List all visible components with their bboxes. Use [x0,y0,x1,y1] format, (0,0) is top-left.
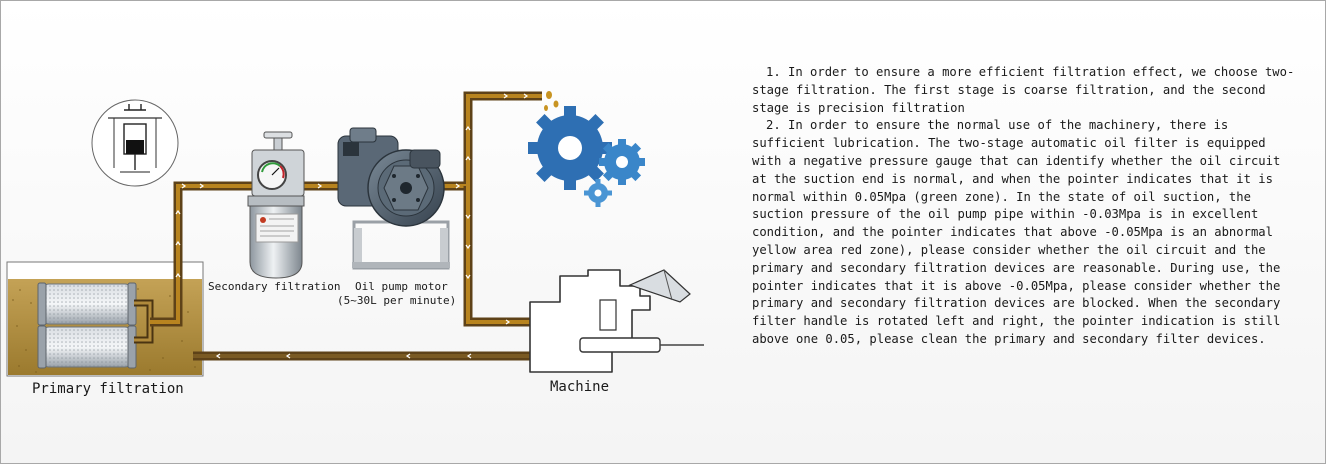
primary-filter-element-top [37,282,137,326]
machine-label: Machine [550,379,610,395]
note-paragraph-1: 1. In order to ensure a more efficient f… [752,65,1295,115]
oil-pump-motor [337,127,450,270]
flow-arrows [175,93,529,359]
oil-drops [544,91,559,111]
filter-symbol-icon [91,99,179,187]
oil-flow-diagram [6,91,704,377]
primary-filter-element-bottom [37,325,137,369]
secondary-filter-unit [247,131,305,279]
description-notes: 1. In order to ensure a more efficient f… [752,64,1297,349]
machine-icon [529,269,704,373]
suction-pipe [150,91,542,327]
note-paragraph-2: 2. In order to ensure the normal use of … [752,118,1281,346]
pressure-gauge-icon [257,160,287,190]
pump-rate-label: (5~30L per minute) [337,294,457,307]
primary-filtration-tank [6,261,204,377]
primary-filtration-label: Primary filtration [32,381,184,397]
gears-icon [528,106,645,207]
secondary-filtration-label: Secondary filtration [208,280,341,293]
supply-pipe-to-machine [463,186,530,327]
oil-pump-motor-label: Oil pump motor [355,280,448,293]
